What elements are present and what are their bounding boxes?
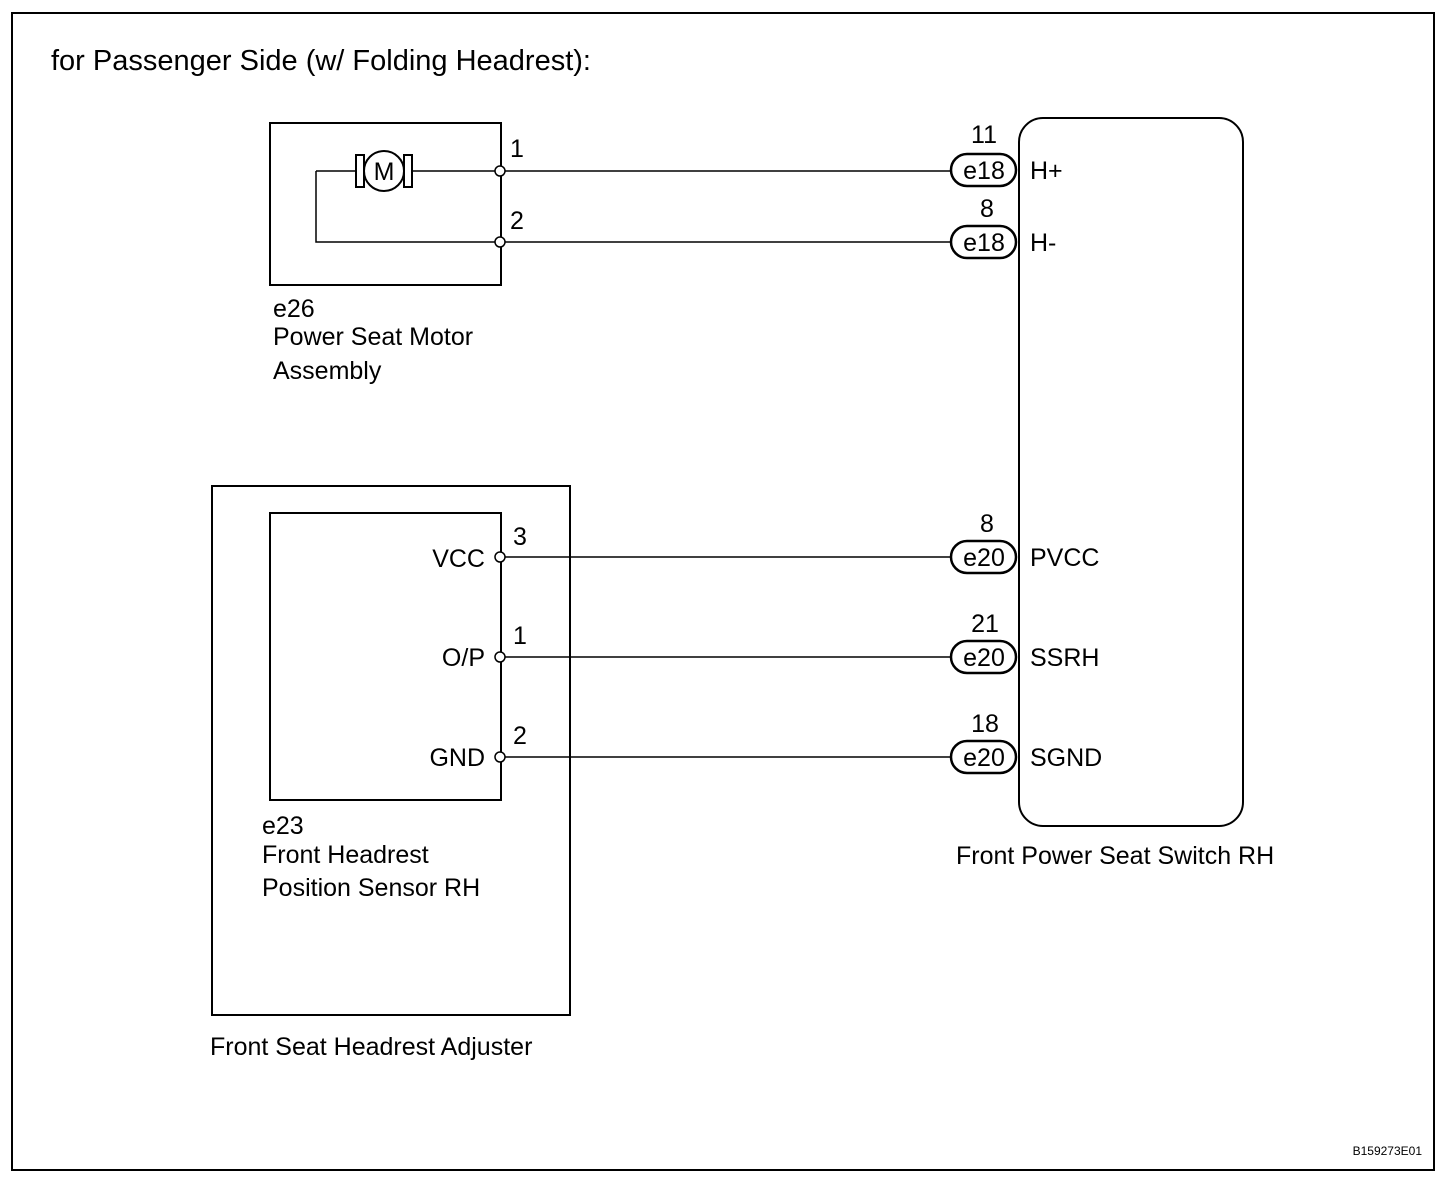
diagram-frame xyxy=(11,12,1435,1171)
sensor-code: e23 xyxy=(262,812,304,840)
switch-terminal-sgnd-signal: SGND xyxy=(1030,744,1102,772)
sensor-pin-op-number: 1 xyxy=(513,622,527,650)
switch-terminal-pvcc-pin: 8 xyxy=(980,510,994,538)
headrest-adjuster-box xyxy=(211,485,571,1016)
sensor-name-line1: Front Headrest xyxy=(262,841,429,869)
switch-terminal-h-plus-signal: H+ xyxy=(1030,157,1063,185)
switch-terminal-h-minus: 8 e18 H- xyxy=(949,195,1056,260)
switch-terminal-h-minus-pin: 8 xyxy=(980,195,994,223)
connector-badge-e18-h-minus xyxy=(949,224,1018,260)
switch-terminal-h-minus-signal: H- xyxy=(1030,229,1056,257)
motor-pin-2-number: 2 xyxy=(510,207,524,235)
sensor-pin-gnd-terminal xyxy=(494,751,506,763)
sensor-pin-op-terminal xyxy=(494,651,506,663)
motor-internal-wire xyxy=(315,171,500,243)
switch-terminal-h-minus-connector: e18 xyxy=(963,229,1005,257)
figure-id: B159273E01 xyxy=(1353,1144,1423,1158)
sensor-pin-vcc-number: 3 xyxy=(513,523,527,551)
motor-name-line1: Power Seat Motor xyxy=(273,323,473,351)
switch-terminal-pvcc-signal: PVCC xyxy=(1030,544,1099,572)
switch-terminal-sgnd-connector: e20 xyxy=(963,744,1005,772)
sensor-name-line2: Position Sensor RH xyxy=(262,874,480,902)
motor-pin-2-terminal xyxy=(494,236,506,248)
switch-terminal-h-plus: 11 e18 H+ xyxy=(949,121,1063,188)
connector-badge-e20-pvcc xyxy=(949,539,1018,575)
sensor-pin-gnd-label: GND xyxy=(429,744,485,772)
motor-assembly: M 1 2 e26 Power Seat Motor Assembly xyxy=(269,122,524,385)
diagram-title: for Passenger Side (w/ Folding Headrest)… xyxy=(51,45,591,77)
headrest-adjuster: Front Seat Headrest Adjuster VCC O/P GND… xyxy=(210,485,571,1061)
wires xyxy=(505,170,952,758)
connector-badge-e18-h-plus xyxy=(949,152,1018,188)
switch-terminal-sgnd: 18 e20 SGND xyxy=(949,710,1102,775)
switch-terminal-ssrh-signal: SSRH xyxy=(1030,644,1099,672)
power-seat-switch: Front Power Seat Switch RH 11 e18 H+ 8 e… xyxy=(949,117,1274,870)
switch-terminal-pvcc: 8 e20 PVCC xyxy=(949,510,1099,575)
headrest-adjuster-label: Front Seat Headrest Adjuster xyxy=(210,1033,532,1061)
power-seat-switch-label: Front Power Seat Switch RH xyxy=(956,842,1274,870)
sensor-pin-gnd-number: 2 xyxy=(513,722,527,750)
position-sensor: VCC O/P GND 3 1 2 e23 Front Headrest Pos… xyxy=(262,512,527,902)
switch-terminal-h-plus-connector: e18 xyxy=(963,157,1005,185)
sensor-pin-op-label: O/P xyxy=(442,644,485,672)
motor-name-line2: Assembly xyxy=(273,357,382,385)
connector-badge-e20-sgnd xyxy=(949,739,1018,775)
switch-terminal-h-plus-pin: 11 xyxy=(971,121,997,149)
switch-terminal-ssrh-connector: e20 xyxy=(963,644,1005,672)
motor-code: e26 xyxy=(273,295,315,323)
sensor-pin-vcc-terminal xyxy=(494,551,506,563)
sensor-pin-vcc-label: VCC xyxy=(432,545,485,573)
motor-symbol-label: M xyxy=(374,158,395,186)
switch-terminal-pvcc-connector: e20 xyxy=(963,544,1005,572)
power-seat-switch-box xyxy=(1018,117,1244,827)
switch-terminal-sgnd-pin: 18 xyxy=(971,710,999,738)
motor-icon: M xyxy=(355,150,413,192)
motor-pin-1-number: 1 xyxy=(510,135,524,163)
switch-terminal-ssrh-pin: 21 xyxy=(971,610,999,638)
motor-assembly-box xyxy=(269,122,502,286)
connector-badge-e20-ssrh xyxy=(949,639,1018,675)
switch-terminal-ssrh: 21 e20 SSRH xyxy=(949,610,1099,675)
motor-pin-1-terminal xyxy=(494,165,506,177)
